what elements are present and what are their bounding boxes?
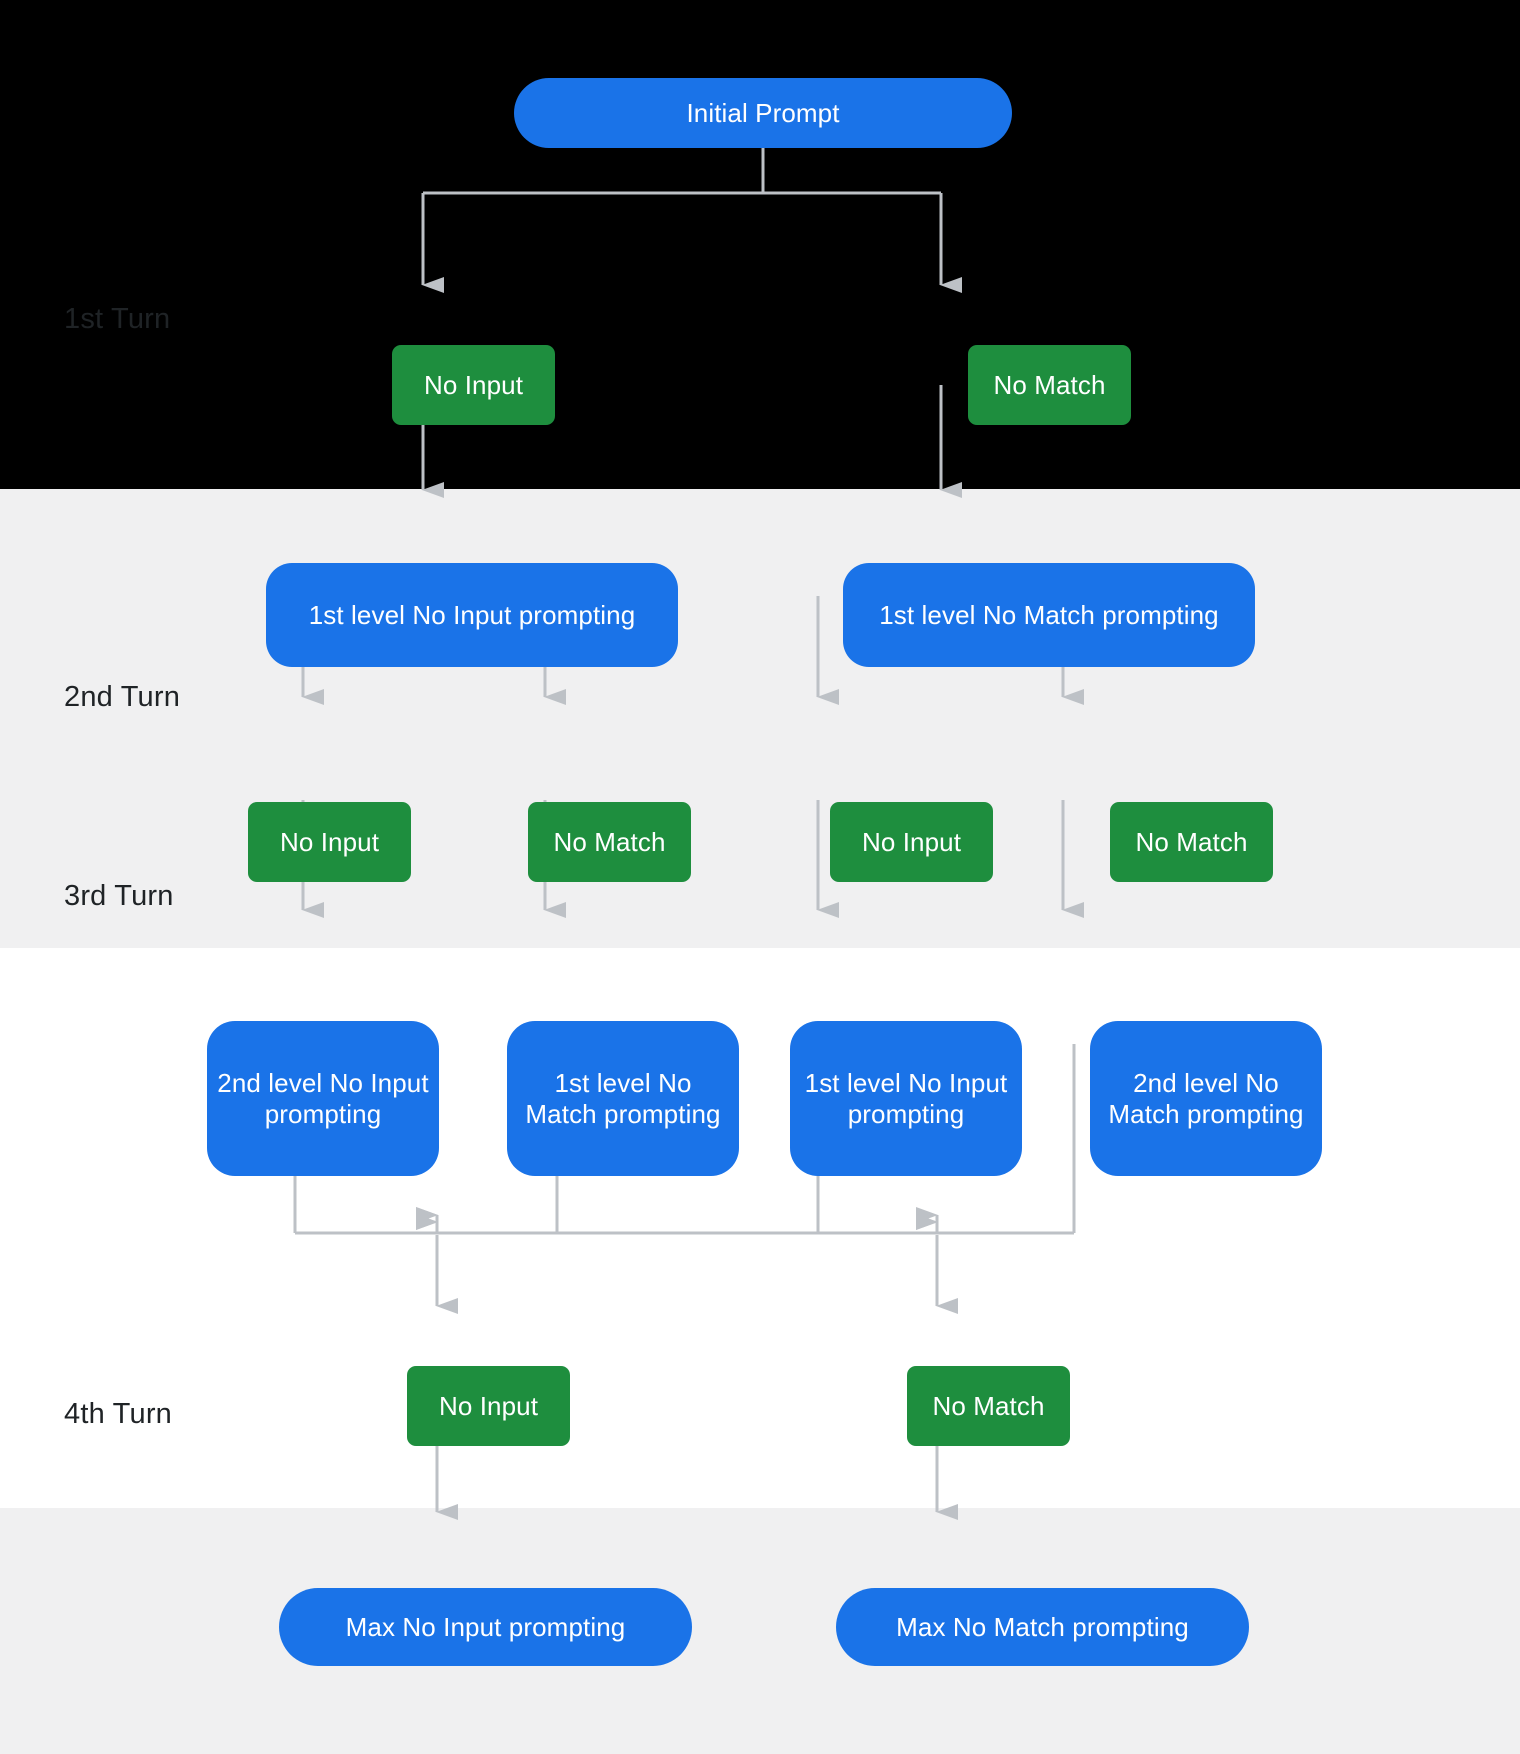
node-2nd-level-no-input-prompting[interactable]: 2nd level No Input prompting — [207, 1021, 439, 1176]
band-2nd-turn — [0, 489, 1520, 948]
node-max-no-input-prompting[interactable]: Max No Input prompting — [279, 1588, 692, 1666]
turn-label-4th: 4th Turn — [64, 1398, 172, 1430]
node-2nd-turn-no-match-a[interactable]: No Match — [528, 802, 691, 882]
node-2nd-turn-no-input-a[interactable]: No Input — [248, 802, 411, 882]
node-1st-turn-no-match[interactable]: No Match — [968, 345, 1131, 425]
node-initial-prompt[interactable]: Initial Prompt — [514, 78, 1012, 148]
node-1st-level-no-match-prompting[interactable]: 1st level No Match prompting — [843, 563, 1255, 667]
turn-label-1st: 1st Turn — [64, 303, 171, 335]
band-4th-turn — [0, 1508, 1520, 1754]
node-max-no-match-prompting[interactable]: Max No Match prompting — [836, 1588, 1249, 1666]
node-2nd-turn-no-match-b[interactable]: No Match — [1110, 802, 1273, 882]
node-2nd-turn-no-input-b[interactable]: No Input — [830, 802, 993, 882]
band-1st-turn — [0, 0, 1520, 489]
turn-label-2nd: 2nd Turn — [64, 681, 181, 713]
node-2nd-level-no-match-prompting[interactable]: 2nd level No Match prompting — [1090, 1021, 1322, 1176]
node-3rd-turn-1st-level-no-input-prompting[interactable]: 1st level No Input prompting — [790, 1021, 1022, 1176]
node-1st-level-no-input-prompting[interactable]: 1st level No Input prompting — [266, 563, 678, 667]
turn-label-3rd: 3rd Turn — [64, 880, 174, 912]
node-3rd-turn-1st-level-no-match-prompting[interactable]: 1st level No Match prompting — [507, 1021, 739, 1176]
node-3rd-turn-no-input[interactable]: No Input — [407, 1366, 570, 1446]
node-3rd-turn-no-match[interactable]: No Match — [907, 1366, 1070, 1446]
node-1st-turn-no-input[interactable]: No Input — [392, 345, 555, 425]
